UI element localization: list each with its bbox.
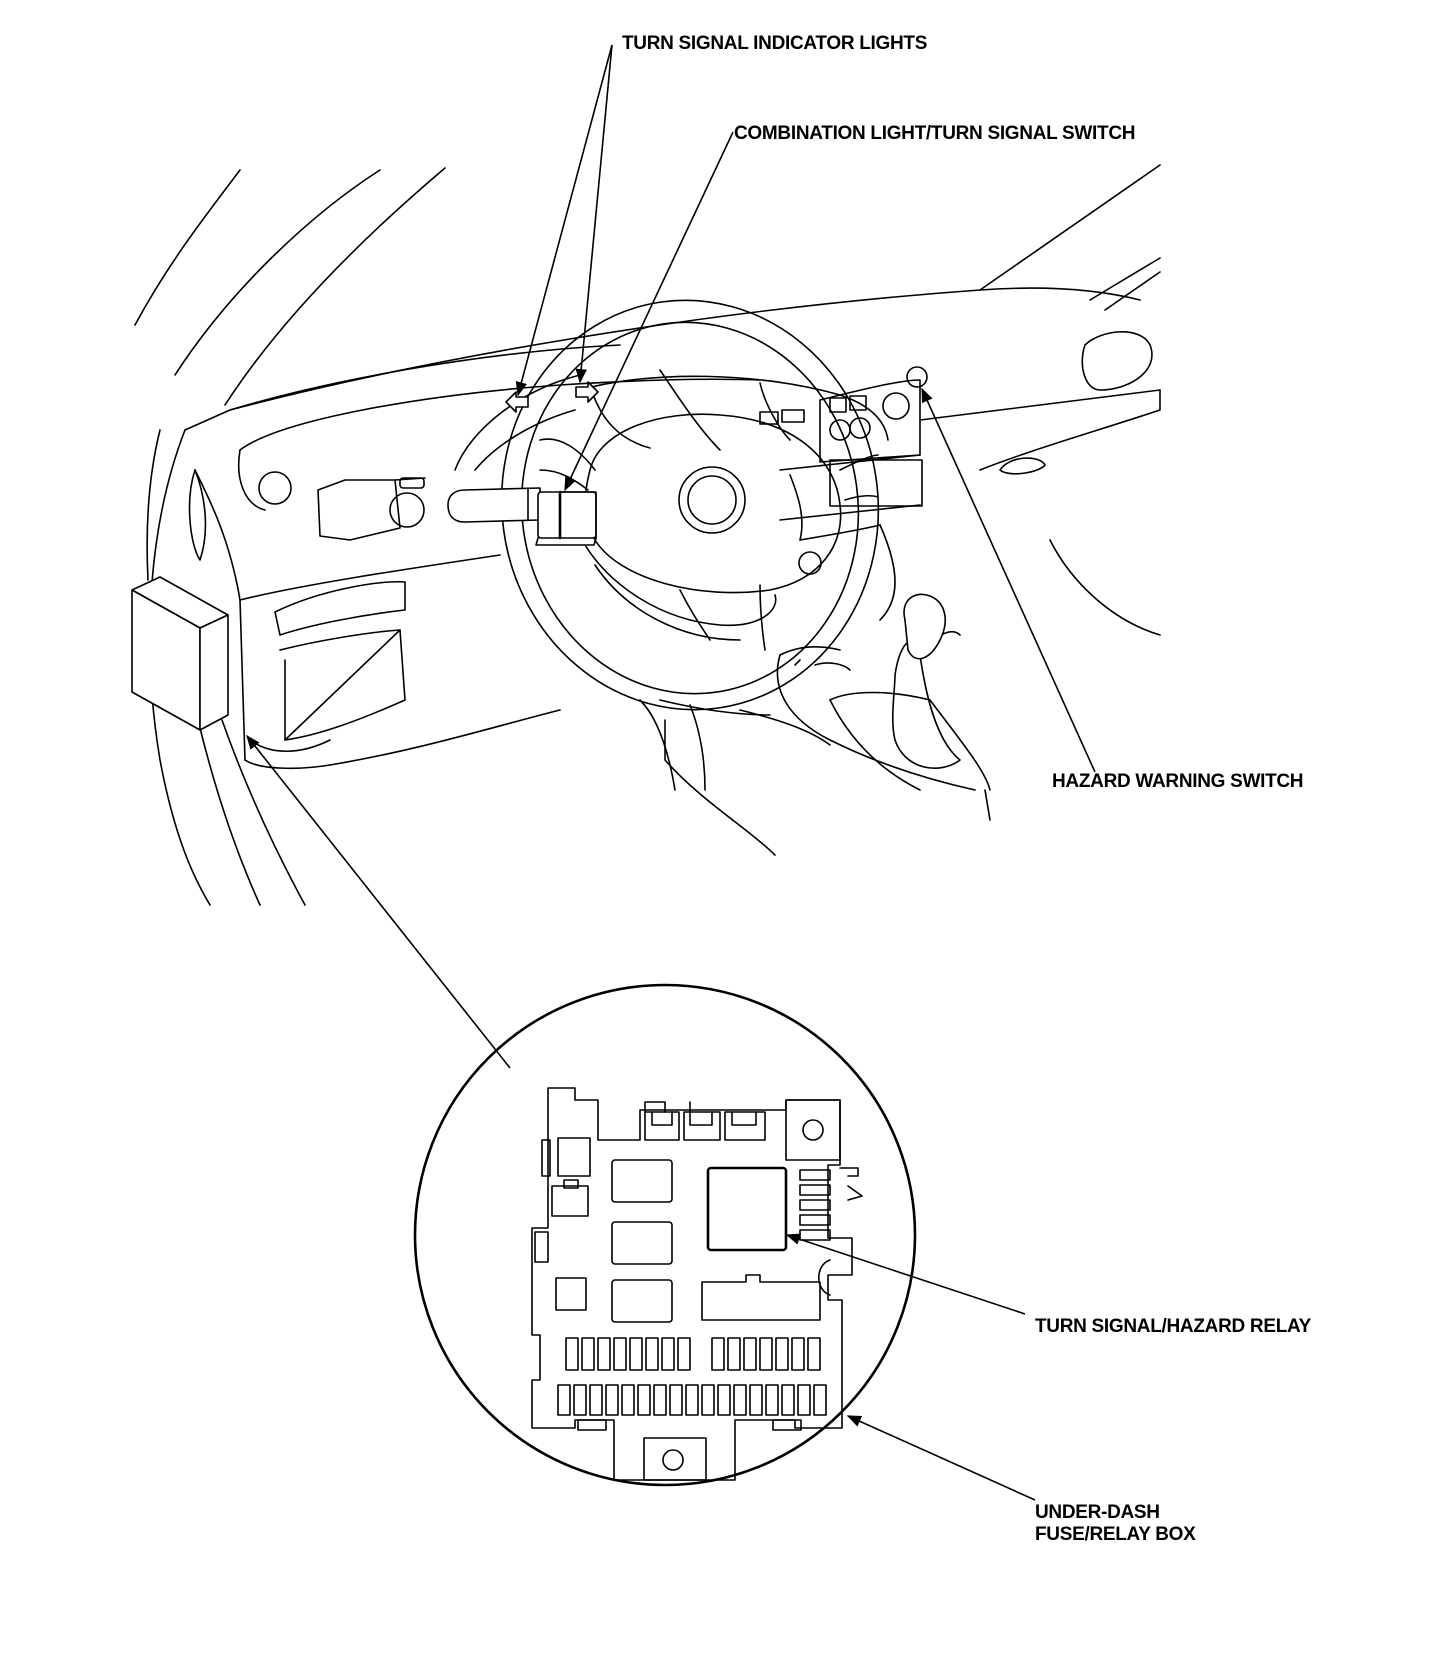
label-turn-signal-hazard-relay: TURN SIGNAL/HAZARD RELAY <box>1035 1316 1312 1337</box>
steering-wheel <box>454 299 880 791</box>
fuse-relay-box-detail <box>531 1087 863 1481</box>
instrument-cluster <box>238 369 923 621</box>
label-turn-signal-indicator-lights: TURN SIGNAL INDICATOR LIGHTS <box>622 33 928 54</box>
dashboard-top <box>184 164 1161 636</box>
under-dash-box-location <box>131 576 229 731</box>
label-under-dash-box-line1: UNDER-DASH <box>1035 1502 1160 1523</box>
label-under-dash-box-line2: FUSE/RELAY BOX <box>1035 1524 1196 1545</box>
hazard-switch <box>906 366 928 388</box>
leader-lines <box>246 44 1096 1501</box>
fuse-row-top <box>565 1337 821 1371</box>
combination-switch <box>447 487 597 546</box>
right-arrow-icon <box>575 381 599 403</box>
a-pillar <box>134 167 446 906</box>
magnifier-circle <box>413 983 917 1487</box>
label-hazard-warning-switch: HAZARD WARNING SWITCH <box>1052 771 1304 792</box>
left-arrow-icon <box>505 391 529 413</box>
label-combination-switch: COMBINATION LIGHT/TURN SIGNAL SWITCH <box>734 123 1136 144</box>
fuse-row-bottom <box>557 1384 827 1416</box>
gear-shift <box>659 593 991 856</box>
